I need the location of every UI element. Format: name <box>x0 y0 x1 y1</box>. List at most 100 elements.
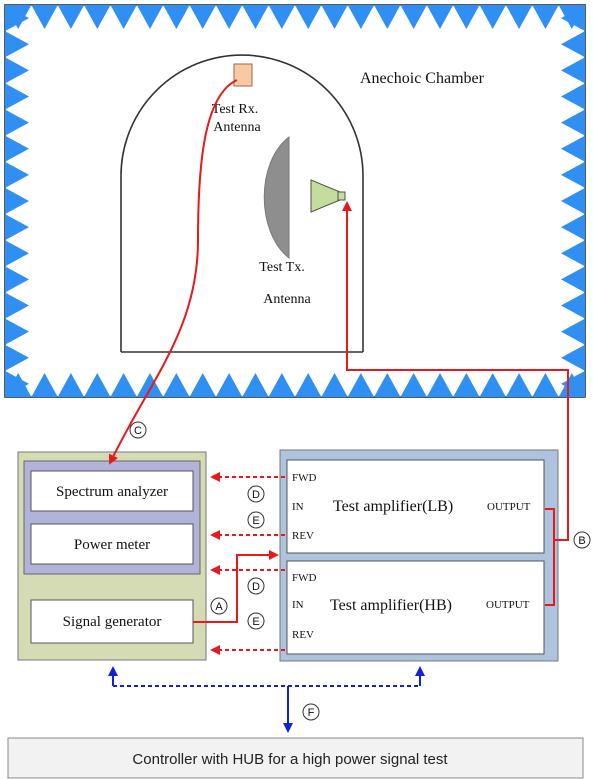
absorber-wedge-top <box>84 5 111 29</box>
amp-lb-in-port: IN <box>292 501 304 513</box>
absorber-wedge-left <box>5 109 29 136</box>
absorber-wedge-top <box>189 5 216 29</box>
absorber-wedge-bottom <box>136 373 164 397</box>
absorber-wedge-bottom <box>215 373 243 397</box>
absorber-wedge-right <box>561 344 585 371</box>
signal-generator-label: Signal generator <box>63 614 162 630</box>
absorber-wedge-bottom <box>453 373 480 397</box>
absorber-wedge-bottom <box>31 373 58 397</box>
anechoic-chamber: Anechoic Chamber Test Rx. Antenna Test T… <box>4 4 586 398</box>
absorber-wedge-bottom <box>242 373 269 397</box>
absorber-wedge-left <box>5 344 29 371</box>
absorber-wedge-top <box>479 5 506 29</box>
marker-f: F <box>302 703 320 721</box>
absorber-wedge-top <box>215 5 243 29</box>
tx-antenna-label-line1: Test Tx. <box>259 260 304 275</box>
signal-generator-box <box>30 599 194 644</box>
absorber-wedge-top <box>400 5 427 29</box>
absorber-wedge-left <box>5 135 29 162</box>
absorber-wedge-bottom <box>84 373 111 397</box>
amp-hb-fwd-port: FWD <box>292 572 317 584</box>
absorber-wedge-top <box>31 5 58 29</box>
path-markers: C D E D E A B F <box>129 421 591 721</box>
monitor-connections <box>210 472 285 655</box>
amp-hb-title: Test amplifier(HB) <box>330 597 452 614</box>
absorber-wedge-top <box>347 5 375 29</box>
absorber-wedge-bottom <box>57 373 85 397</box>
absorber-wedge-left <box>5 161 29 188</box>
chamber-inner-enclosure <box>120 54 364 352</box>
absorber-wedge-right <box>561 135 585 162</box>
absorber-wedge-right <box>561 266 585 293</box>
chamber-title: Anechoic Chamber <box>360 70 485 87</box>
absorber-wedge-top <box>321 5 348 29</box>
absorber-wedge-bottom <box>400 373 427 397</box>
absorber-wedge-bottom <box>163 373 190 397</box>
absorber-wedge-right <box>561 240 585 267</box>
rf-connections <box>108 79 569 623</box>
marker-c: C <box>129 421 147 439</box>
marker-d-hb: D <box>247 577 265 595</box>
absorber-wedge-top <box>426 5 454 29</box>
absorber-wedge-left <box>5 187 29 215</box>
spectrum-analyzer-label: Spectrum analyzer <box>56 484 168 500</box>
absorber-wedge-left <box>5 57 29 84</box>
absorber-wedge-top <box>453 5 480 29</box>
amp-hb-rev-port: REV <box>292 629 314 641</box>
absorber-wedge-left <box>5 370 29 397</box>
absorber-wedge-left <box>5 5 29 32</box>
tx-antenna-label-line2: Antenna <box>263 292 311 307</box>
marker-a-label: A <box>215 601 223 613</box>
absorber-wedge-left <box>5 83 29 110</box>
absorber-wedge-right <box>561 318 585 345</box>
absorber-wedge-top <box>374 5 401 29</box>
absorber-wedge-right <box>561 31 585 58</box>
absorber-wedge-left <box>5 214 29 241</box>
marker-d-hb-label: D <box>252 581 260 593</box>
amp-lb-title: Test amplifier(LB) <box>333 498 453 515</box>
absorber-wedge-bottom <box>295 373 322 397</box>
amplifier-outputs-join-line <box>545 508 555 606</box>
marker-c-label: C <box>134 425 142 437</box>
signal-generator-to-amplifier-in-line <box>193 550 279 623</box>
power-meter-label: Power meter <box>74 537 150 553</box>
absorber-wedge-right <box>561 292 585 319</box>
absorber-wedge-bottom <box>479 373 506 397</box>
power-meter-box <box>30 523 194 565</box>
marker-d-lb-label: D <box>252 489 260 501</box>
marker-d-lb: D <box>247 485 265 503</box>
absorber-wedge-right <box>561 5 585 32</box>
absorber-wedge-bottom <box>347 373 375 397</box>
absorber-wedge-right <box>561 57 585 84</box>
absorber-wedge-top <box>242 5 269 29</box>
absorber-wedge-right <box>561 187 585 215</box>
absorber-wedge-bottom <box>110 373 137 397</box>
amplifier-to-tx-antenna-line <box>342 201 569 541</box>
absorber-wedge-right <box>561 161 585 188</box>
controller-label: Controller with HUB for a high power sig… <box>132 751 448 768</box>
tx-feed-icon <box>337 191 346 201</box>
absorber-wedge-left <box>5 318 29 345</box>
absorber-wedge-right <box>561 370 585 397</box>
amp-hb-output-port: OUTPUT <box>486 599 530 611</box>
amp-hb-in-port: IN <box>292 599 304 611</box>
absorber-wedge-bottom <box>374 373 401 397</box>
rx-to-spectrum-analyzer-line <box>108 79 238 465</box>
marker-e-hb: E <box>247 612 265 630</box>
absorber-wedge-top <box>505 5 533 29</box>
controller-box <box>7 737 584 779</box>
absorber-wedge-top <box>532 5 559 29</box>
absorber-wedge-left <box>5 292 29 319</box>
marker-e-lb-label: E <box>252 515 259 527</box>
instrument-rack: Spectrum analyzer Power meter Signal gen… <box>17 451 207 661</box>
absorber-wedge-top <box>295 5 322 29</box>
amplifier-hb-box <box>286 560 545 655</box>
absorber-wedge-top <box>110 5 137 29</box>
amplifier-rack: FWD IN REV Test amplifier(LB) OUTPUT FWD… <box>279 449 559 662</box>
amplifier-lb-box <box>286 459 545 554</box>
amp-lb-rev-port: REV <box>292 530 314 542</box>
marker-a: A <box>210 597 228 615</box>
absorber-wedge-left <box>5 240 29 267</box>
absorber-wedge-top <box>163 5 190 29</box>
